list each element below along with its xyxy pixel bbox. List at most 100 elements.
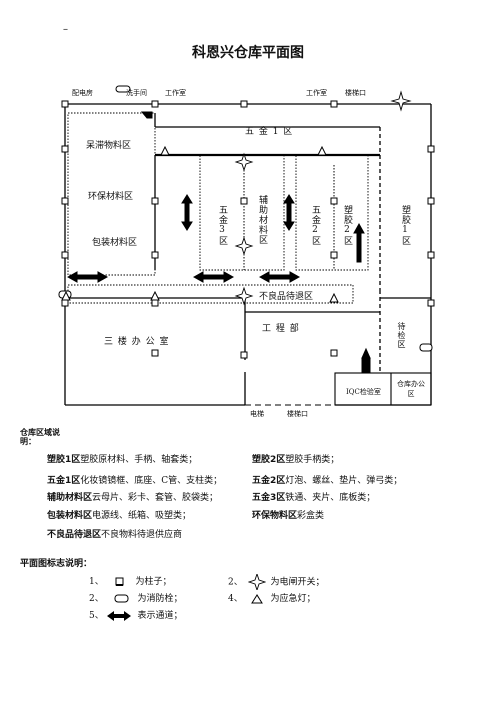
zone-hardware-3: 五金3区	[217, 205, 227, 246]
stair-top-label: 楼梯口	[345, 89, 366, 97]
zone-hardware-2: 五金2区	[310, 205, 320, 246]
zone-hardware-1: 五 金 1 区	[245, 127, 294, 137]
pillar-icon	[330, 349, 338, 357]
legend-num: 1、	[89, 577, 104, 587]
aisle-arrow-icon	[353, 222, 365, 263]
power-room-label: 配电房	[72, 89, 93, 97]
aisle-arrow-icon	[140, 111, 153, 119]
note-name: 不良品待退区	[47, 530, 102, 540]
pillar-icon	[61, 145, 69, 153]
office-left-label: 工作室	[165, 89, 186, 97]
pillar-icon	[427, 299, 435, 307]
pillar-icon	[240, 100, 248, 108]
zone-eco: 环保材料区	[88, 192, 134, 202]
emergency-light-icon	[250, 593, 263, 603]
double-arrow-icon	[106, 610, 131, 621]
note-eco: 环保物料区彩盒类	[252, 508, 324, 521]
note-desc: 铁通、夹片、底板类；	[285, 493, 376, 503]
note-packaging: 包装材料区电源线、纸箱、吸塑类；	[47, 508, 191, 521]
note-hardware-2: 五金2区灯泡、螺丝、垫片、弹弓类；	[252, 473, 402, 486]
pillar-icon	[61, 251, 69, 259]
pillar-icon	[151, 251, 159, 259]
pillar-icon	[240, 197, 248, 205]
note-desc: 化妆镜镜框、底座、C管、支柱类；	[80, 476, 223, 486]
aisle-arrow-icon	[361, 347, 371, 373]
legend-item-pillar: 1、 为柱子；	[89, 574, 172, 587]
note-desc: 电源线、纸箱、吸塑类；	[92, 511, 192, 521]
aisle-arrow-icon	[283, 194, 295, 231]
legend-heading: 平面图标志说明：	[20, 559, 93, 569]
hydrant-icon	[419, 343, 433, 352]
pillar-icon	[427, 251, 435, 259]
note-name: 五金2区	[252, 476, 286, 486]
switch-star-icon	[390, 90, 412, 112]
pillar-icon	[151, 197, 159, 205]
zone-packaging: 包装材料区	[92, 238, 138, 248]
note-desc: 灯泡、螺丝、垫片、弹弓类；	[285, 476, 403, 486]
aisle-arrow-icon	[192, 271, 235, 283]
note-desc: 不良物料待退供应商	[101, 530, 183, 540]
zone-engineering: 工 程 部	[262, 324, 300, 334]
legend-item-hydrant: 2、 为消防栓；	[89, 591, 183, 604]
zone-pending: 待检区	[397, 322, 406, 349]
zone-iqc: IQC检验室	[346, 388, 381, 396]
emergency-light-icon	[150, 290, 160, 301]
note-plastic-2: 塑胶2区塑胶手柄类；	[252, 452, 339, 465]
legend-text: 为柱子；	[135, 577, 172, 587]
pillar-icon	[151, 299, 159, 307]
pillar-icon	[115, 577, 124, 586]
pillar-icon	[61, 299, 69, 307]
emergency-light-icon	[160, 145, 170, 156]
legend-text: 为应急灯；	[270, 594, 316, 604]
pillar-icon	[151, 100, 159, 108]
page-title: 科恩兴仓库平面图	[192, 45, 304, 61]
pillar-icon	[240, 351, 248, 359]
stair-bottom-label: 楼梯口	[287, 410, 308, 418]
washroom-label: 洗手间	[126, 89, 147, 97]
floor-plan	[58, 85, 435, 406]
legend-item-aisle: 5、 表示通道；	[89, 608, 183, 621]
legend-text: 为电闸开关；	[270, 577, 325, 588]
note-desc: 塑胶手柄类；	[285, 455, 340, 465]
note-name: 五金1区	[47, 476, 81, 486]
note-desc: 云母片、彩卡、套管、胶袋类；	[92, 493, 219, 503]
emergency-light-icon	[329, 292, 339, 303]
pillar-icon	[330, 251, 338, 259]
zone-warehouse-office: 仓库办公区	[397, 380, 425, 398]
aisle-arrow-icon	[66, 271, 109, 283]
zone-aux: 辅助材料区	[257, 195, 267, 245]
switch-star-icon	[234, 152, 254, 172]
office-right-label: 工作室	[306, 89, 327, 97]
legend-num: 5、	[89, 611, 104, 621]
legend-item-switch: 2、 为电闸开关；	[228, 572, 325, 592]
switch-star-icon	[234, 286, 254, 306]
legend-num: 4、	[228, 594, 243, 604]
zone-plastic-2: 塑胶2区	[342, 205, 352, 246]
note-name: 环保物料区	[252, 511, 298, 521]
zone-plastic-1: 塑胶1区	[400, 205, 410, 246]
switch-star-icon	[234, 236, 254, 256]
note-desc: 塑胶原材料、手柄、轴套类；	[80, 455, 198, 465]
elevator-label: 电梯	[250, 410, 264, 418]
legend-text: 表示通道；	[137, 611, 183, 621]
pillar-icon	[330, 197, 338, 205]
emergency-light-icon	[317, 145, 327, 156]
emergency-light-icon	[61, 290, 71, 301]
notes-heading: 仓库区域说明：	[20, 428, 60, 446]
pillar-icon	[427, 145, 435, 153]
note-desc: 彩盒类	[297, 511, 325, 521]
note-defect: 不良品待退区不良物料待退供应商	[47, 527, 182, 540]
pillar-icon	[61, 197, 69, 205]
pillar-icons	[61, 100, 435, 359]
hydrant-icon	[115, 85, 131, 93]
hydrant-icon	[114, 594, 129, 602]
pillar-icon	[330, 100, 338, 108]
note-name: 塑胶2区	[252, 455, 286, 465]
legend-num: 2、	[228, 577, 243, 588]
switch-star-icon	[247, 572, 267, 592]
legend-item-emergency-light: 4、 为应急灯；	[228, 591, 316, 604]
note-plastic-1: 塑胶1区塑胶原材料、手柄、轴套类；	[47, 452, 197, 465]
corner-mark: –	[63, 24, 68, 35]
note-aux: 辅助材料区云母片、彩卡、套管、胶袋类；	[47, 490, 218, 503]
note-name: 辅助材料区	[47, 493, 93, 503]
